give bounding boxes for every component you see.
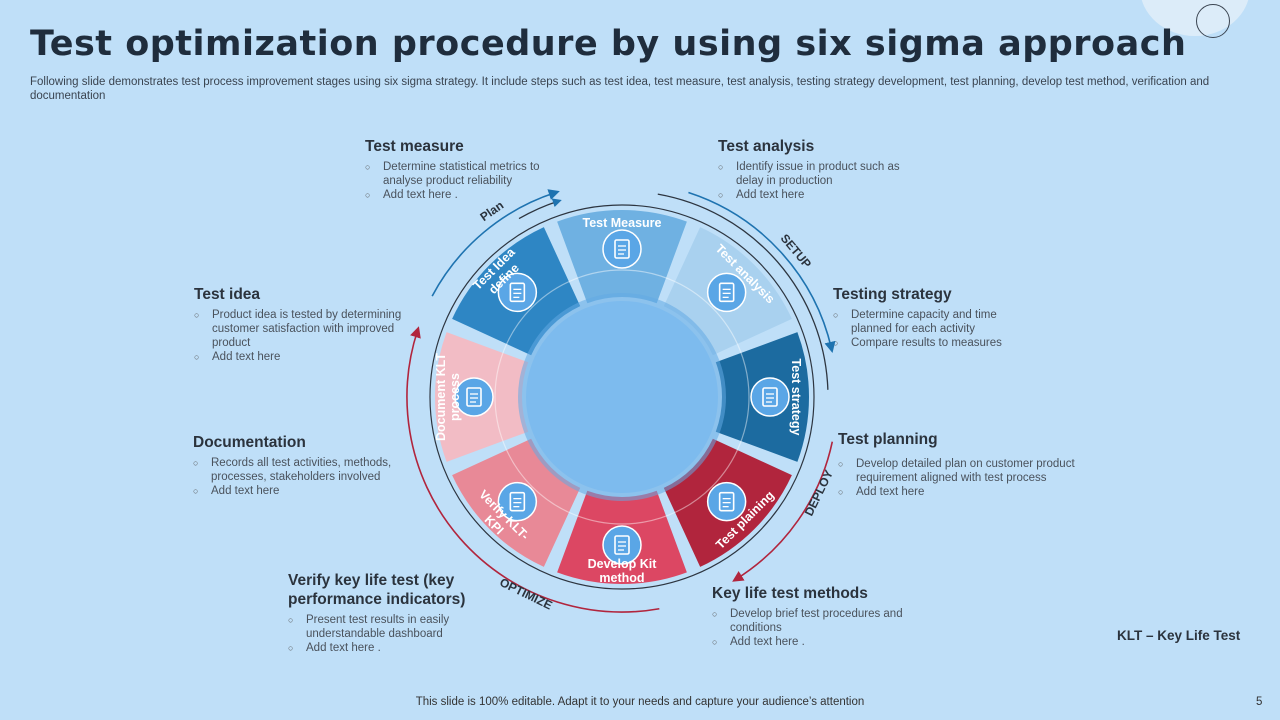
- block-heading: Testing strategy: [833, 286, 952, 303]
- block-test-measure: Test measure Determine statistical metri…: [365, 137, 565, 202]
- phase-arrow-plan: [431, 189, 560, 297]
- block-heading: Test idea: [194, 286, 261, 303]
- block-bullet: Add text here .: [288, 641, 528, 655]
- block-bullet: Determine statistical metrics to analyse…: [365, 160, 565, 188]
- block-bullet: Add text here .: [365, 188, 565, 202]
- outer-ring: [429, 204, 815, 590]
- block-bullet: Product idea is tested by determining cu…: [194, 308, 409, 350]
- block-verify-klt: Verify key life test (key performance in…: [288, 571, 528, 655]
- cycle-icon: [602, 525, 642, 565]
- block-documentation: Documentation Records all test activitie…: [193, 433, 418, 498]
- phase-label: SETUP: [778, 231, 814, 271]
- document-chart-icon: [602, 229, 642, 269]
- magnifier-document-icon: [706, 272, 747, 313]
- block-testing-strategy: Testing strategy Determine capacity and …: [833, 285, 1033, 350]
- phase-arrow-optimize: [406, 326, 660, 613]
- block-bullet: Records all test activities, methods, pr…: [193, 456, 418, 484]
- block-bullet: Add text here: [193, 484, 418, 498]
- block-heading: Documentation: [193, 434, 306, 451]
- phase-label: Plan: [477, 198, 506, 224]
- decorative-ring: [1196, 4, 1230, 38]
- page-subtitle: Following slide demonstrates test proces…: [30, 76, 1210, 102]
- block-bullet: Add text here: [718, 188, 918, 202]
- phase-label: DEPLOY: [802, 468, 836, 518]
- idea-board-icon: [497, 272, 538, 313]
- block-bullet: Develop brief test procedures and condit…: [712, 607, 912, 635]
- segment-label: Test strategy: [789, 359, 803, 436]
- block-bullet: Determine capacity and time planned for …: [833, 308, 1033, 336]
- accent-arrow: [518, 198, 562, 220]
- block-bullet: Compare results to measures: [833, 336, 1033, 350]
- block-heading: Verify key life test (key performance in…: [288, 572, 466, 608]
- block-test-planning: Test planning Develop detailed plan on c…: [838, 430, 1098, 499]
- block-bullet: Develop detailed plan on customer produc…: [838, 457, 1098, 485]
- block-bullet: Add text here: [838, 485, 1098, 499]
- phase-arrow-setup: [688, 191, 836, 354]
- inner-thin-ring: [494, 269, 750, 525]
- documents-icon: [454, 377, 494, 417]
- page-number: 5: [1256, 696, 1263, 708]
- abbreviation-note: KLT – Key Life Test: [1117, 628, 1241, 643]
- page-title: Test optimization procedure by using six…: [30, 24, 1187, 64]
- strategy-screen-icon: [750, 377, 790, 417]
- segment-label: Test Measure: [583, 216, 662, 230]
- center-disc: [526, 301, 718, 493]
- block-bullet: Identify issue in product such as delay …: [718, 160, 918, 188]
- block-klt-methods: Key life test methods Develop brief test…: [712, 584, 912, 649]
- segment-label: Document KLTprocess: [434, 353, 462, 441]
- block-bullet: Add text here: [194, 350, 409, 364]
- block-test-analysis: Test analysis Identify issue in product …: [718, 137, 918, 202]
- phase-arrow-deploy: [732, 441, 834, 582]
- phase-label: OPTIMIZE: [497, 575, 554, 612]
- accent-arc: [657, 193, 829, 390]
- block-heading: Key life test methods: [712, 585, 868, 602]
- block-heading: Test planning: [838, 431, 938, 448]
- plan-document-icon: [706, 481, 747, 522]
- block-bullet: Present test results in easily understan…: [288, 613, 528, 641]
- verify-document-icon: [497, 481, 538, 522]
- footer-note: This slide is 100% editable. Adapt it to…: [415, 696, 865, 708]
- block-test-idea: Test idea Product idea is tested by dete…: [194, 285, 409, 364]
- block-heading: Test measure: [365, 138, 464, 155]
- block-heading: Test analysis: [718, 138, 815, 155]
- block-bullet: Add text here .: [712, 635, 912, 649]
